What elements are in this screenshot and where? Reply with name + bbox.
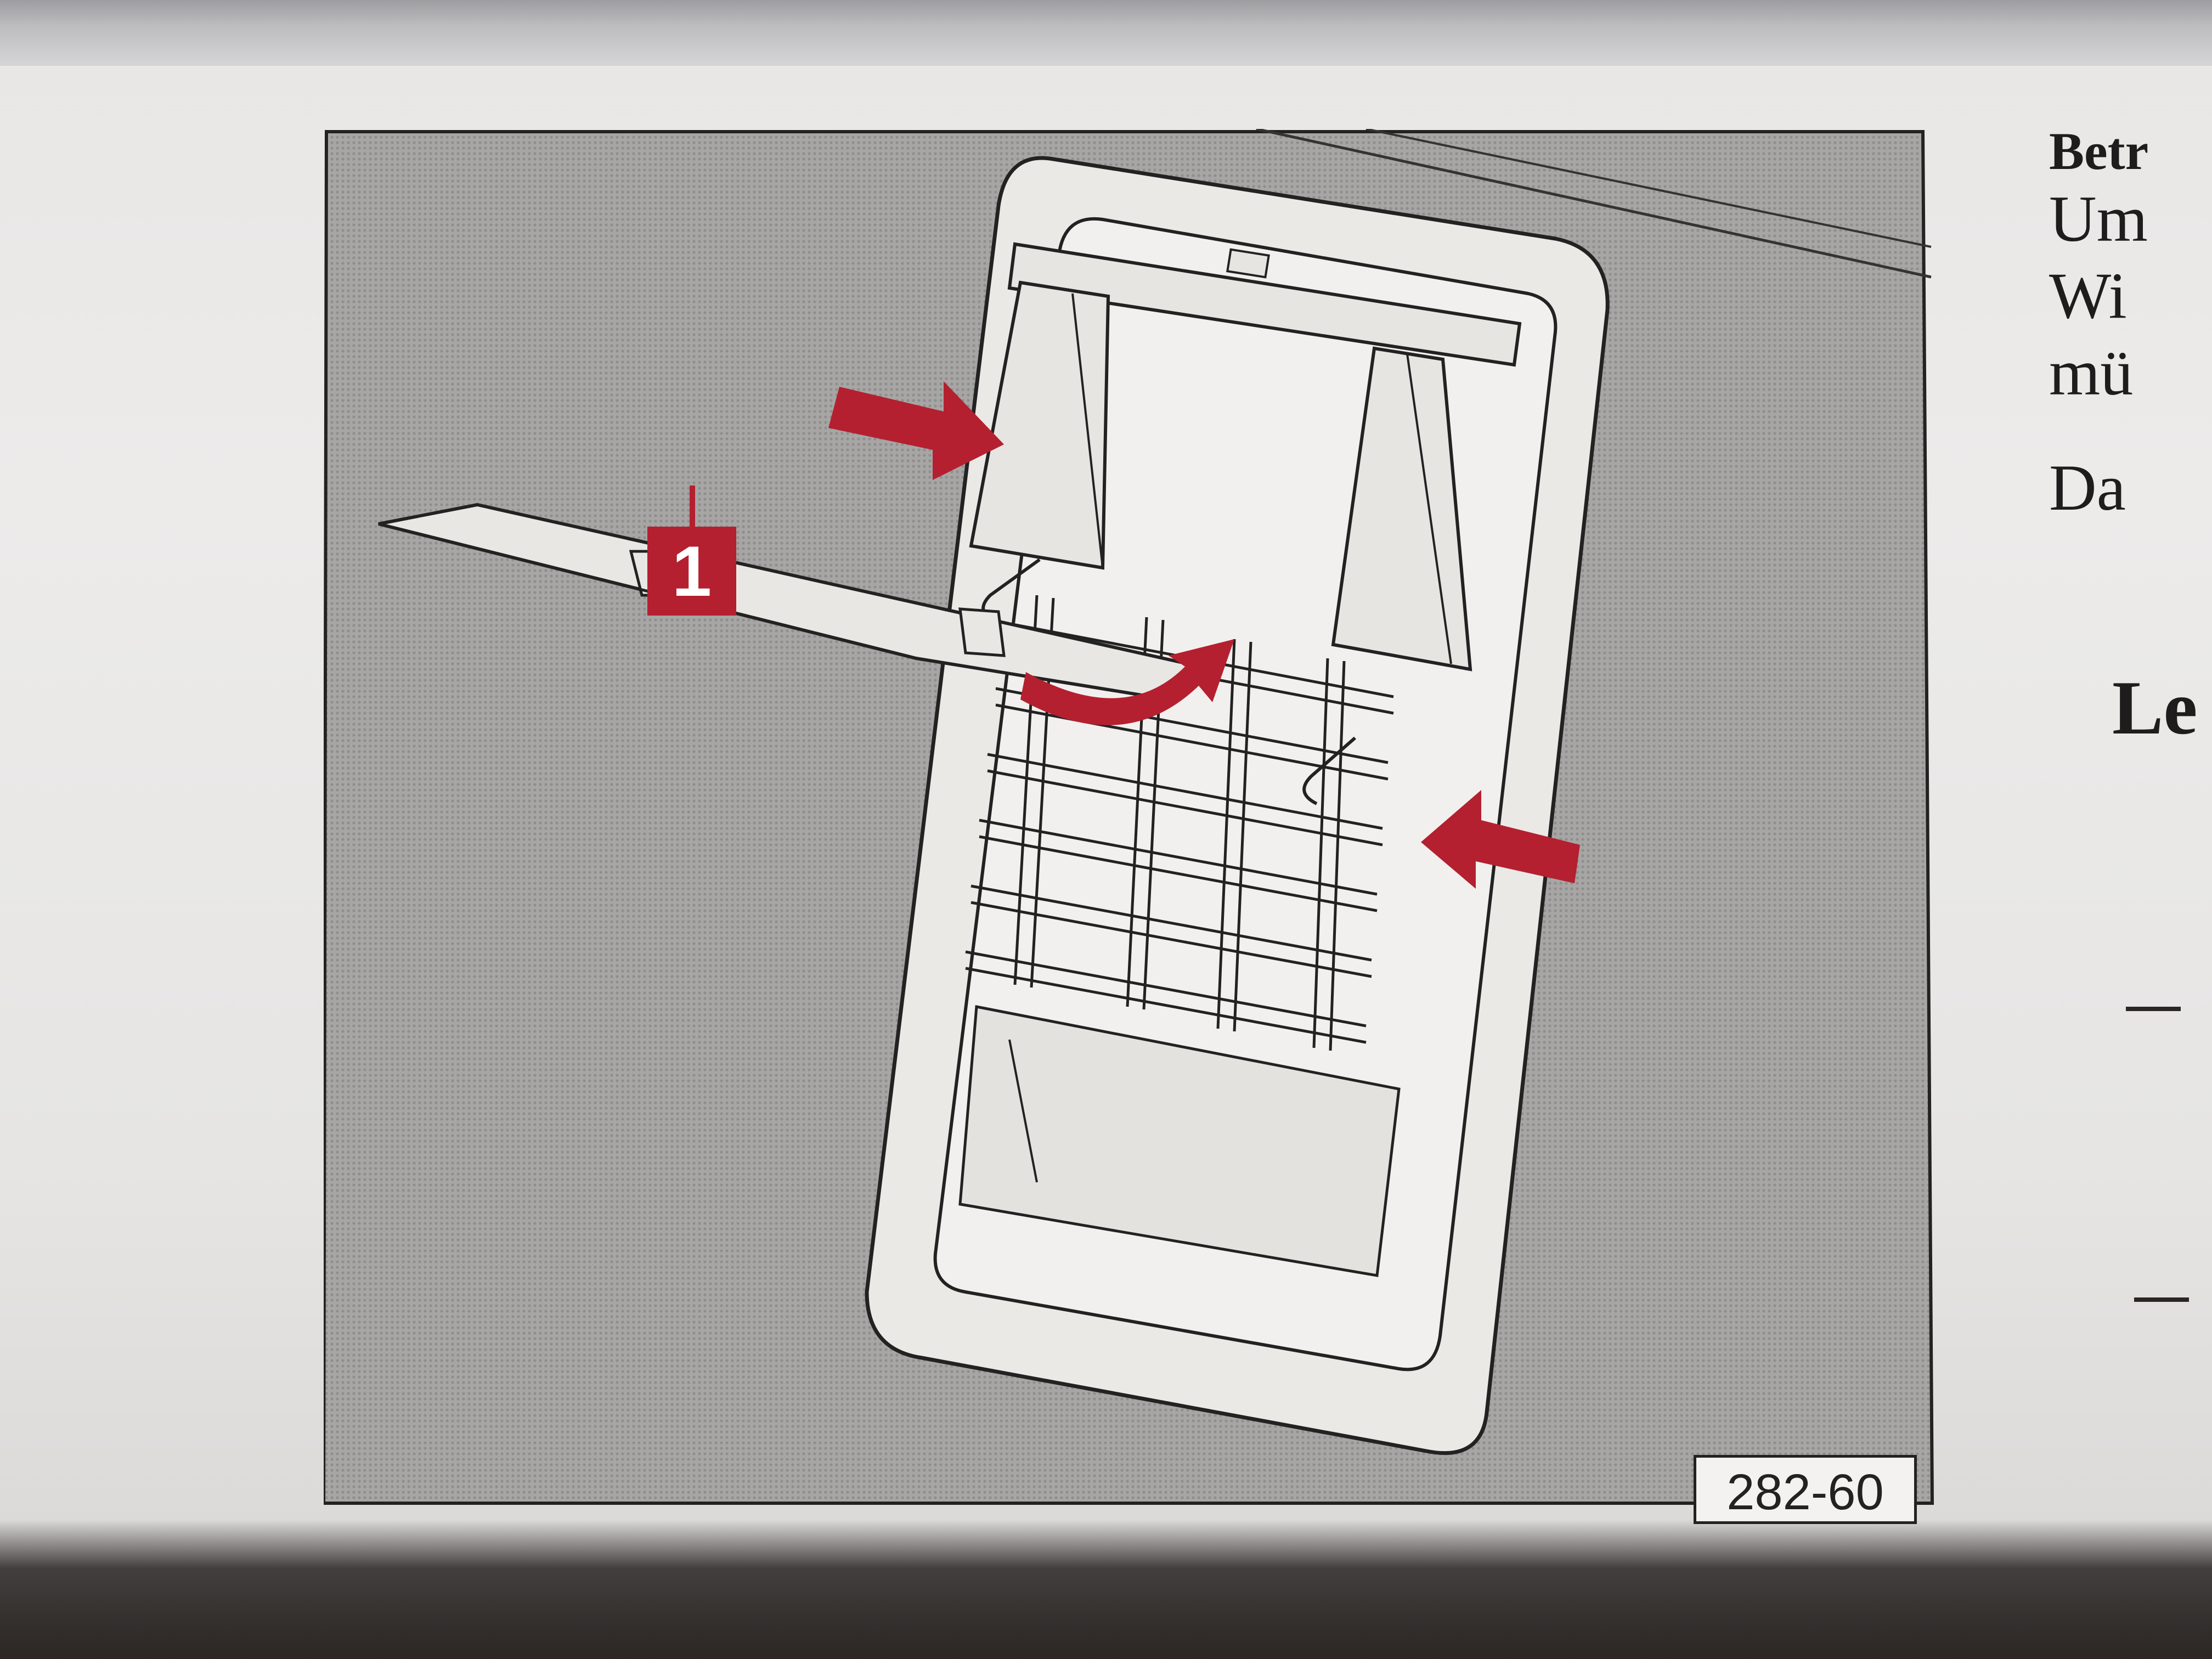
- side-heading: Le: [2112, 665, 2198, 751]
- list-dash: [2134, 1297, 2189, 1302]
- right-hanger-panel: [1331, 346, 1472, 672]
- lower-pocket: [958, 1005, 1401, 1277]
- background-line: [1365, 129, 1932, 248]
- rotate-arrow-icon: [1020, 639, 1234, 725]
- side-text-line: Wi: [2049, 259, 2127, 332]
- pocket-edge: [1008, 1039, 1038, 1183]
- side-text-line: Um: [2049, 182, 2148, 255]
- crossbar-notch: [1226, 248, 1270, 279]
- page-top-edge: [0, 0, 2212, 66]
- figure-code-label: 282-60: [1694, 1455, 1917, 1524]
- left-hanger-fold: [1071, 293, 1104, 568]
- figure-illustration: [324, 129, 1934, 1505]
- background-line: [1256, 129, 1932, 279]
- arrow-left-icon: [828, 381, 1004, 480]
- callout-number-badge: 1: [647, 527, 736, 616]
- list-dash: [2126, 1007, 2181, 1011]
- bottom-shadow: [0, 1520, 2212, 1659]
- side-text-line: Da: [2049, 451, 2126, 524]
- arrow-right-icon: [1421, 790, 1580, 889]
- instruction-figure: 1 282-60: [324, 129, 1934, 1524]
- top-crossbar: [1007, 242, 1522, 367]
- right-hanger-fold: [1406, 353, 1452, 664]
- right-clip: [1302, 736, 1356, 805]
- side-text-line: Betr: [2049, 122, 2149, 180]
- insert-tab: [958, 607, 1006, 657]
- side-text-line: mü: [2049, 336, 2134, 409]
